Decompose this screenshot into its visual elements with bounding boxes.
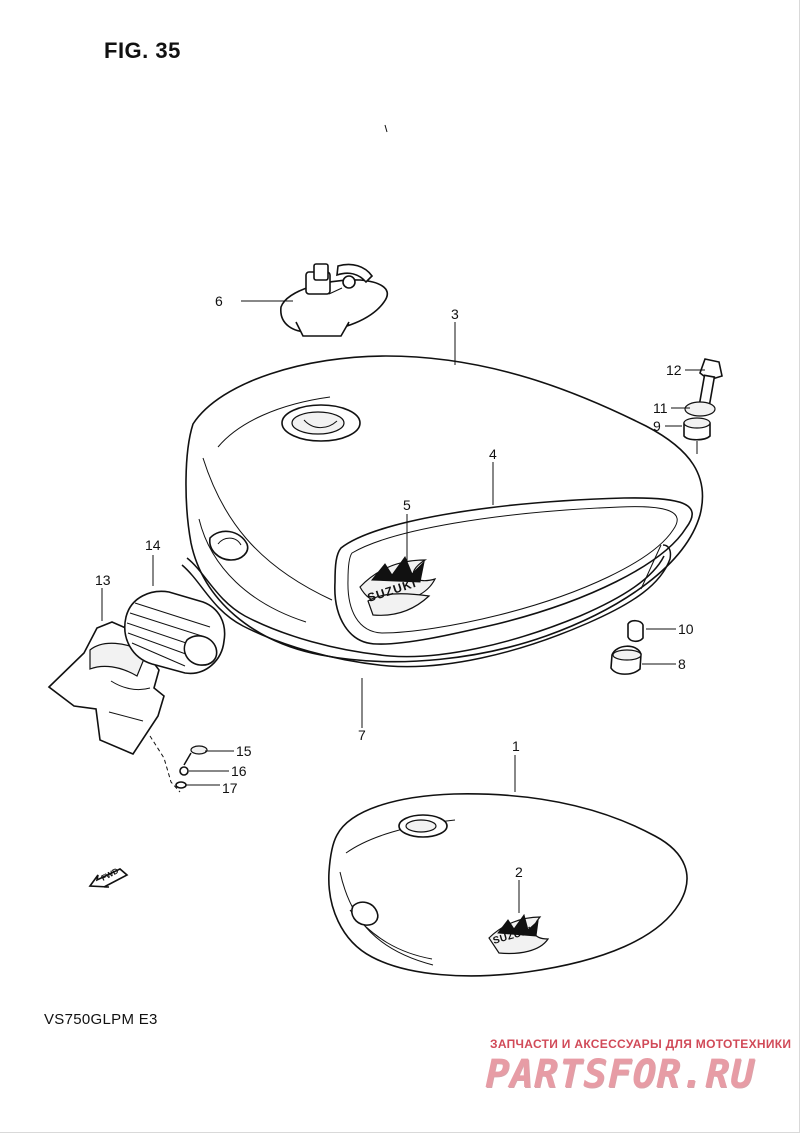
callout-leaders bbox=[101, 124, 705, 913]
small-fastener bbox=[175, 745, 208, 789]
callout-13: 13 bbox=[95, 572, 111, 588]
callout-1: 1 bbox=[512, 738, 520, 754]
tank-side-panel bbox=[334, 497, 693, 645]
watermark-top-text: ЗАПЧАСТИ И АКСЕССУАРЫ ДЛЯ МОТОТЕХНИКИ bbox=[490, 1037, 792, 1051]
callout-14: 14 bbox=[145, 537, 161, 553]
callout-3: 3 bbox=[451, 306, 459, 322]
fuel-cap bbox=[280, 263, 389, 337]
rubber-cushion bbox=[124, 590, 226, 675]
forward-direction-arrow: FWD bbox=[88, 866, 129, 888]
mounting-bolt bbox=[610, 358, 723, 675]
watermark-main-text: PARTSFOR.RU bbox=[480, 1052, 760, 1097]
callout-15: 15 bbox=[236, 743, 252, 759]
fuel-tank-lower: SUZUKI bbox=[328, 793, 688, 977]
callout-5: 5 bbox=[403, 497, 411, 513]
callout-16: 16 bbox=[231, 763, 247, 779]
callout-9: 9 bbox=[653, 418, 661, 434]
suzuki-emblem: SUZUKI bbox=[359, 555, 437, 616]
tank-seal-strip bbox=[181, 530, 672, 668]
callout-2: 2 bbox=[515, 864, 523, 880]
callout-7: 7 bbox=[358, 727, 366, 743]
callout-10: 10 bbox=[678, 621, 694, 637]
callout-17: 17 bbox=[222, 780, 238, 796]
callout-12: 12 bbox=[666, 362, 682, 378]
callout-11: 11 bbox=[653, 400, 668, 416]
callout-4: 4 bbox=[489, 446, 497, 462]
model-code: VS750GLPM E3 bbox=[44, 1011, 158, 1028]
callout-6: 6 bbox=[215, 293, 223, 309]
figure-title: FIG. 35 bbox=[104, 38, 181, 63]
callout-8: 8 bbox=[678, 656, 686, 672]
